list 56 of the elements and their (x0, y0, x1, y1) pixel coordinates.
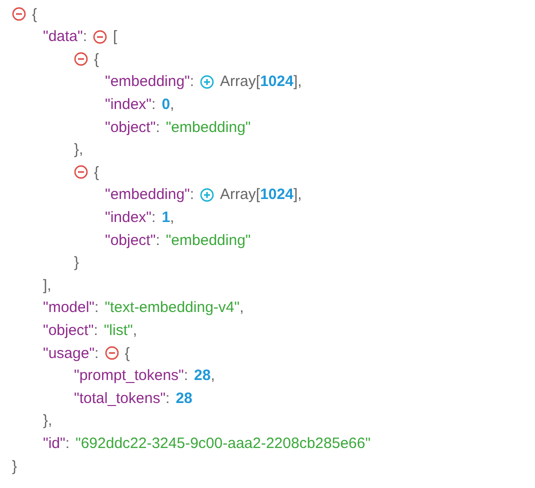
punctuation: : (152, 208, 156, 226)
json-key: "total_tokens" (74, 390, 166, 407)
punctuation: { (32, 6, 38, 22)
json-key: "embedding" (105, 73, 190, 90)
number-value: 1024 (260, 186, 294, 204)
punctuation: }, (74, 141, 84, 158)
json-key: "object" (105, 118, 156, 136)
json-key: "id" (43, 434, 66, 452)
punctuation: : (156, 232, 160, 248)
punctuation: : (166, 390, 170, 407)
type-label: Array[ (220, 73, 260, 90)
punctuation: , (170, 96, 174, 113)
json-key: "object" (105, 232, 156, 248)
number-value: 1024 (260, 73, 294, 90)
punctuation: { (94, 164, 100, 181)
punctuation: , (132, 322, 138, 339)
punctuation: : (184, 367, 188, 384)
json-key: "usage" (43, 344, 95, 362)
punctuation: ], (293, 73, 302, 90)
punctuation: } (74, 254, 80, 272)
type-label: Array[ (220, 186, 260, 204)
punctuation: , (170, 208, 174, 226)
punctuation: { (94, 50, 100, 68)
punctuation: : (94, 322, 98, 339)
json-key: "index" (105, 96, 152, 113)
number-value: 28 (194, 367, 211, 384)
punctuation: ], (293, 186, 302, 204)
json-key: "embedding" (105, 186, 190, 204)
number-value: 0 (162, 96, 170, 113)
punctuation: : (94, 344, 99, 362)
punctuation: } (12, 458, 18, 474)
string-value: "embedding" (166, 232, 251, 248)
json-key: "object" (43, 322, 94, 339)
punctuation: : (65, 434, 70, 452)
punctuation: : (190, 186, 194, 204)
string-value: "text-embedding-v4" (104, 299, 240, 316)
punctuation: : (190, 73, 194, 90)
punctuation: : (94, 299, 99, 316)
number-value: 1 (162, 208, 170, 226)
punctuation: , (210, 367, 215, 384)
punctuation: : (82, 28, 88, 46)
json-key: "data" (43, 28, 83, 46)
punctuation: { (124, 344, 130, 362)
punctuation: : (152, 96, 156, 113)
json-key: "index" (105, 208, 152, 226)
string-value: "692ddc22-3245-9c00-aaa2-2208cb285e66" (76, 434, 371, 452)
string-value: "embedding" (166, 118, 251, 136)
punctuation: }, (43, 412, 52, 430)
string-value: "list" (104, 322, 133, 339)
json-key: "prompt_tokens" (74, 367, 184, 384)
json-key: "model" (43, 299, 95, 316)
punctuation: : (156, 118, 160, 136)
number-value: 28 (176, 390, 192, 407)
punctuation: ], (43, 276, 52, 294)
punctuation: , (240, 299, 244, 316)
punctuation: [ (113, 28, 118, 46)
